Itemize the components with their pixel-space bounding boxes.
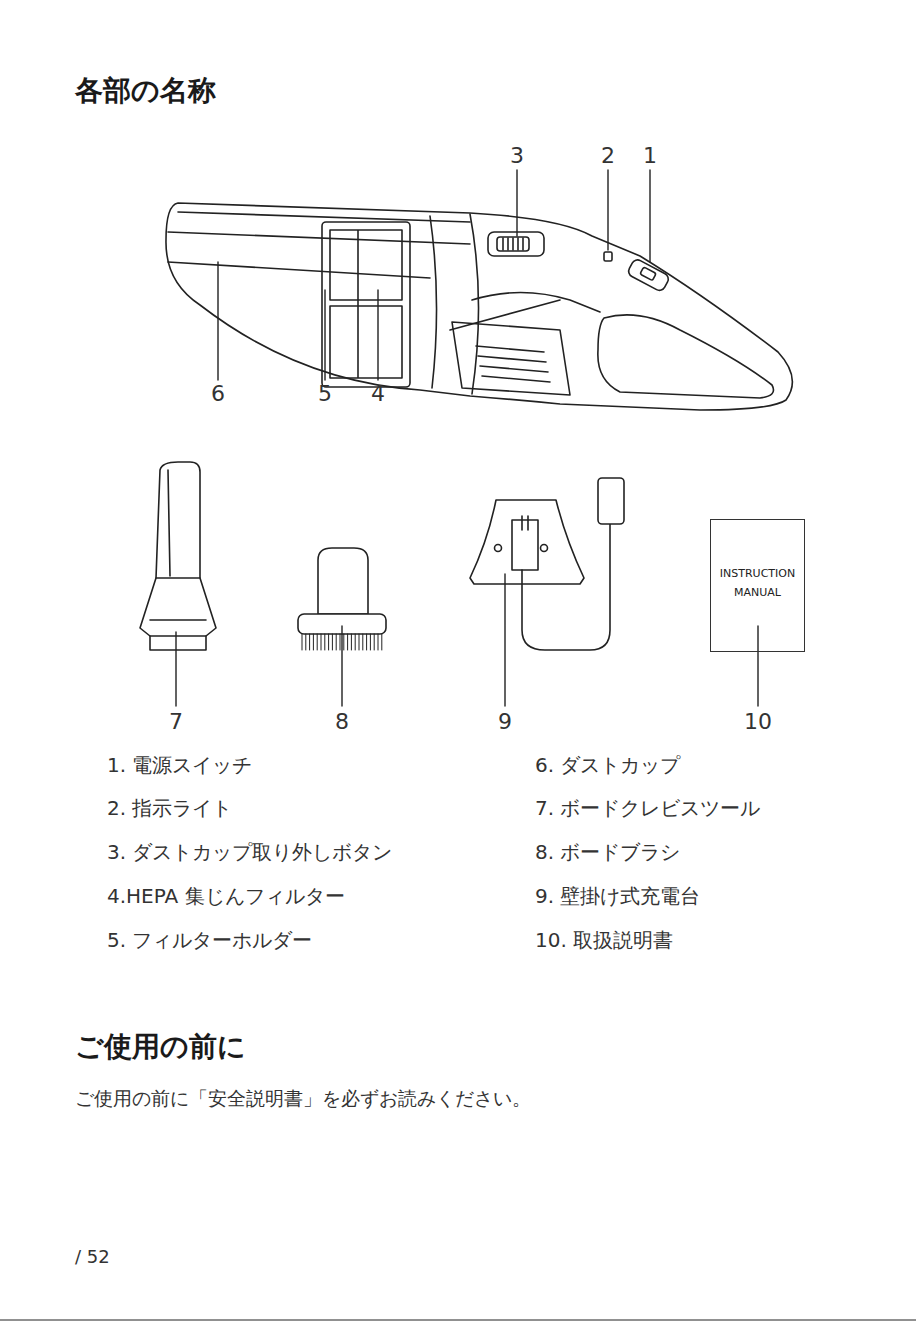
part-name: 6. ダストカップ — [535, 753, 680, 777]
callout-number: 7 — [169, 709, 183, 735]
release-button — [488, 232, 544, 256]
air-vent — [452, 322, 570, 395]
body-text: ご使用の前に「安全説明書」を必ずお読みください。 — [75, 1087, 531, 1110]
part-name: 1. 電源スイッチ — [107, 753, 252, 777]
callout-number: 1 — [643, 143, 657, 169]
board-brush — [318, 548, 368, 614]
indicator-light — [604, 252, 612, 261]
power-adapter — [598, 478, 624, 524]
callout-number: 5 — [318, 381, 332, 407]
filter-holder — [322, 222, 410, 387]
page-rule — [0, 1320, 916, 1321]
part-name: 2. 指示ライト — [107, 796, 232, 820]
callout-number: 9 — [498, 709, 512, 735]
dust-cup-joint — [430, 214, 479, 394]
power-cord — [522, 524, 610, 650]
power-switch — [627, 258, 671, 293]
page-number: / 52 — [75, 1246, 110, 1268]
page-heading: 各部の名称 — [75, 74, 216, 108]
part-name: 3. ダストカップ取り外しボタン — [107, 840, 392, 864]
handle-opening — [598, 315, 774, 398]
section-heading: ご使用の前に — [75, 1030, 246, 1064]
callout-number: 4 — [371, 381, 385, 407]
filter-grid — [330, 230, 402, 378]
vacuum-body — [166, 203, 792, 410]
leader-line — [176, 170, 758, 706]
part-name: 7. ボードクレビスツール — [535, 796, 760, 820]
motor-housing — [450, 293, 600, 331]
part-name: 8. ボードブラシ — [535, 840, 680, 864]
callout-number: 2 — [601, 143, 615, 169]
booklet-title: INSTRUCTION MANUAL — [711, 564, 804, 603]
callout-number: 3 — [510, 143, 524, 169]
part-name: 9. 壁掛け式充電台 — [535, 884, 700, 908]
part-name: 10. 取扱説明書 — [535, 928, 673, 952]
callout-number: 8 — [335, 709, 349, 735]
body-ridge — [168, 212, 470, 278]
crevice-tool — [140, 462, 216, 650]
callout-number: 10 — [744, 709, 772, 735]
callout-number: 6 — [211, 381, 225, 407]
part-name: 5. フィルターホルダー — [107, 928, 312, 952]
part-name: 4.HEPA 集じんフィルター — [107, 884, 345, 908]
manual-booklet: INSTRUCTION MANUAL — [710, 519, 805, 652]
charging-dock — [470, 500, 584, 584]
